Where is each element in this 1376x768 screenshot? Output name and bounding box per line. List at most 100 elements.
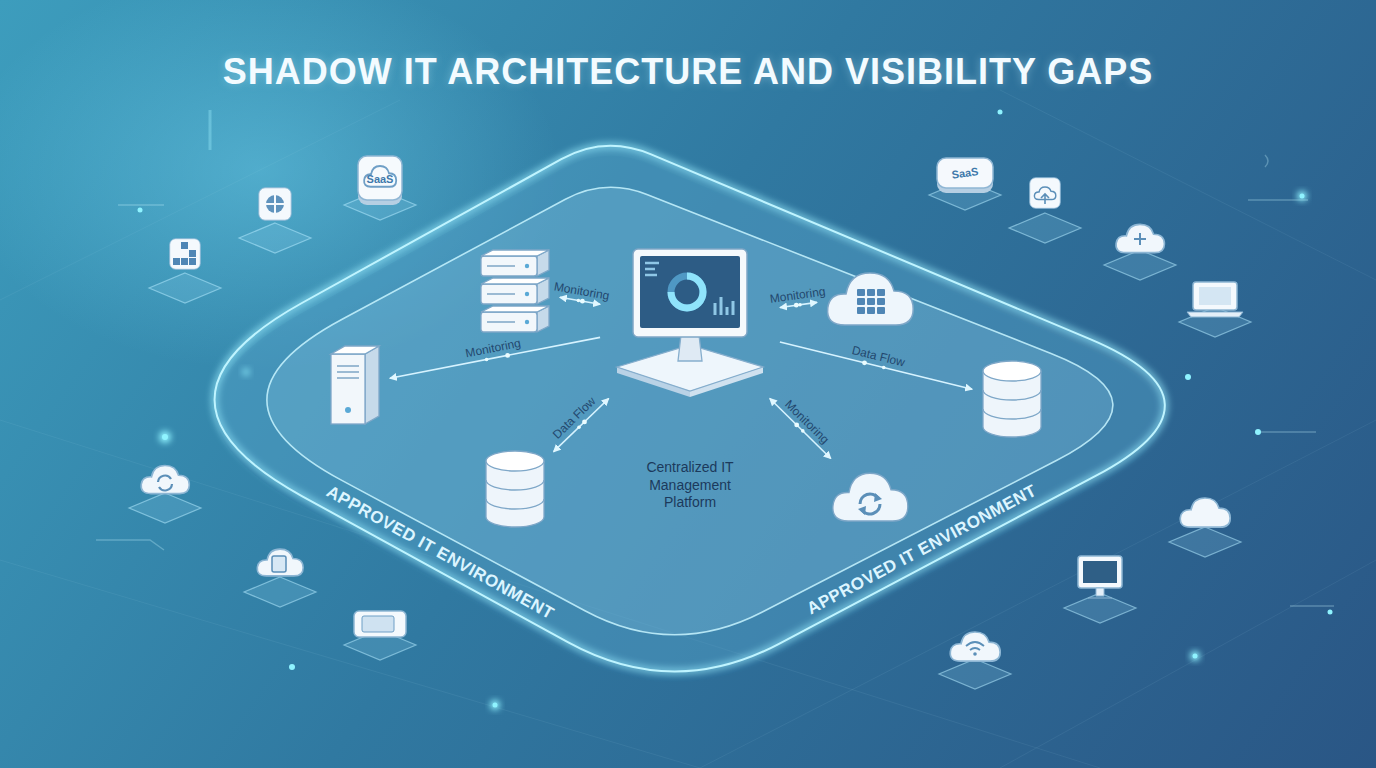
icon-device	[1193, 282, 1237, 310]
flow-dot	[582, 420, 587, 425]
icon-cloud	[1116, 224, 1164, 252]
icon-card	[259, 188, 291, 220]
grid-cell	[877, 289, 885, 296]
rack-unit	[481, 312, 537, 332]
edge-label: Data Flow	[850, 343, 906, 369]
screen-menu	[645, 263, 659, 275]
trace	[1290, 605, 1334, 607]
glow-dot	[1300, 194, 1305, 199]
flow-dot	[580, 299, 585, 304]
glow-dot	[493, 703, 498, 708]
tile-plate	[239, 223, 311, 253]
grid-lines	[0, 90, 1376, 768]
rack-unit	[481, 256, 537, 276]
monitor-stand	[678, 335, 702, 361]
icon-cloud	[950, 632, 1000, 661]
platform-label: Centralized IT Management Platform	[625, 459, 755, 512]
flow-dot	[505, 353, 510, 358]
cloud-sync	[828, 462, 912, 532]
laptop-icon	[1187, 282, 1243, 317]
rack-slot	[487, 265, 515, 267]
glow-dot	[162, 434, 168, 440]
glow-dot	[159, 431, 171, 443]
tower-front	[331, 354, 365, 424]
grid-cell	[857, 289, 865, 296]
tile-plate	[1009, 213, 1081, 243]
cloud-service-shape	[822, 255, 918, 335]
grid-line	[0, 100, 400, 300]
cloud-icon	[257, 549, 303, 576]
rack-top	[481, 250, 549, 256]
grid-cell	[857, 298, 865, 305]
sync-head	[874, 493, 882, 502]
monitor-icon	[1078, 556, 1122, 598]
grid-cell	[857, 307, 865, 314]
glow-dot	[1185, 374, 1191, 380]
icon-glyph	[1134, 233, 1146, 245]
icon-glyph	[181, 258, 188, 265]
cloud-body	[828, 273, 914, 325]
cloud-icon	[950, 632, 1000, 661]
flow-dot	[577, 299, 581, 303]
app-icon	[1030, 178, 1061, 209]
glow-dot	[1193, 654, 1198, 659]
trace	[1260, 431, 1316, 433]
icon-glyph	[1083, 561, 1117, 583]
cloud-icon	[1116, 224, 1164, 252]
tower-side	[365, 346, 379, 424]
grid-cell	[867, 298, 875, 305]
management-console: Centralized IT Management Platform	[605, 245, 775, 395]
icon-glyph	[966, 642, 984, 650]
icon-device	[354, 611, 406, 637]
glow-dot	[490, 700, 500, 710]
screen-bars	[715, 297, 733, 315]
monitor-screen	[640, 256, 740, 328]
edge-label: Data Flow	[550, 394, 599, 442]
app-label: SaaS	[367, 173, 394, 185]
edge-label: Monitoring	[553, 279, 611, 302]
trace	[118, 204, 164, 206]
database-shape	[977, 355, 1047, 443]
icon-glyph	[266, 195, 284, 213]
trace	[96, 540, 164, 550]
icon-glyph	[362, 616, 394, 632]
tile-plate	[129, 493, 201, 523]
diagram-title: SHADOW IT ARCHITECTURE AND VISIBILITY GA…	[0, 54, 1376, 90]
edge-label: Monitoring	[768, 284, 825, 306]
platform-glow	[215, 146, 1165, 672]
cloud-sync-shape	[828, 462, 912, 532]
icon-cloud	[141, 466, 189, 494]
grid-cell	[867, 307, 875, 314]
glow-dot	[1297, 191, 1307, 201]
icon-cloud	[1180, 498, 1230, 527]
grid-cell	[867, 289, 875, 296]
tower-server	[325, 340, 385, 430]
trace	[209, 110, 212, 150]
icon-glyph	[973, 652, 977, 656]
edge-label: Monitoring	[464, 336, 522, 360]
glow-dot	[138, 208, 143, 213]
icon-card	[358, 156, 402, 200]
db-band	[983, 390, 1041, 419]
rack-top	[481, 306, 549, 312]
icon-cloud	[257, 549, 303, 576]
cloud-service	[822, 255, 918, 335]
server-rack-shape	[475, 242, 555, 337]
grid-cell	[877, 307, 885, 314]
icon-device	[1088, 588, 1112, 598]
app-icon	[259, 188, 291, 220]
monitor-frame	[633, 249, 747, 337]
cloud-icon	[141, 466, 189, 494]
db-top	[983, 361, 1041, 381]
tower-server-shape	[325, 340, 385, 430]
grid-line	[1000, 560, 1376, 768]
icon-glyph	[181, 242, 188, 249]
server-rack	[475, 242, 555, 337]
flow-dot	[862, 360, 867, 365]
connector	[780, 342, 972, 389]
approved-environment-zone: APPROVED IT ENVIRONMENTAPPROVED IT ENVIR…	[212, 128, 1170, 680]
glow-dot	[998, 110, 1003, 115]
tile-plate	[1179, 307, 1251, 337]
database	[977, 355, 1047, 443]
